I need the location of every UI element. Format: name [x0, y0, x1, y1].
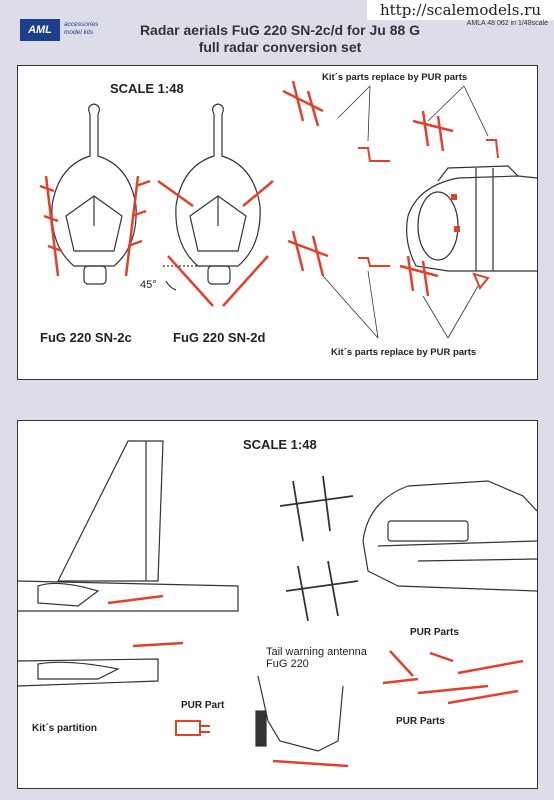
tail-warning-label: Tail warning antenna FuG 220 — [266, 646, 367, 670]
tail-warning-antenna-drawing — [255, 675, 344, 752]
sn2c-antennas — [39, 175, 151, 277]
title-line-2: full radar conversion set — [198, 39, 362, 55]
bottom-panel: SCALE 1:48 Tail warning antenna FuG 220 … — [17, 420, 538, 789]
sn2c-nose-front-view — [51, 103, 137, 285]
logo-tagline: accessories model kits — [64, 21, 99, 36]
fuselage-antenna-array — [279, 475, 359, 622]
pur-bracket-parts — [358, 139, 499, 290]
caption-sn2c: FuG 220 SN-2c — [40, 330, 132, 345]
angle-label: 45° — [140, 279, 157, 291]
pur-parts-label-top: PUR Parts — [410, 627, 459, 638]
watermark: http://scalemodels.ru — [367, 0, 554, 20]
top-drawing — [39, 80, 537, 339]
tail-fin-drawing — [18, 440, 239, 687]
pur-part-label: PUR Part — [181, 700, 225, 711]
ju88-fuselage-drawing — [362, 480, 537, 592]
top-panel: SCALE 1:48 Kit´s parts replace by PUR pa… — [17, 65, 538, 380]
pur-parts-group — [382, 650, 524, 705]
pur-parts-label-bottom: PUR Parts — [396, 716, 445, 727]
logo-brand: AML — [20, 19, 60, 41]
sn2d-antennas — [157, 179, 274, 307]
caption-sn2d: FuG 220 SN-2d — [173, 330, 266, 345]
bottom-drawing — [18, 440, 537, 768]
pur-antenna-parts — [282, 80, 454, 297]
top-scale-label: SCALE 1:48 — [110, 81, 184, 96]
tail-warning-line-2: FuG 220 — [266, 658, 309, 670]
tail-antennas — [107, 594, 184, 648]
kit-red-parts — [451, 194, 460, 232]
bottom-scale-label: SCALE 1:48 — [243, 437, 317, 452]
pur-part-block — [175, 720, 210, 736]
kit-partition-label: Kit´s partition — [32, 723, 97, 734]
tail-warning-line-1: Tail warning antenna — [266, 646, 367, 658]
title-line-1: Radar aerials FuG 220 SN-2c/d for Ju 88 … — [139, 22, 421, 38]
tail-warning-rod — [272, 759, 349, 768]
kit-parts-label-bottom: Kit´s parts replace by PUR parts — [331, 347, 477, 358]
ju88-nose-side-view — [406, 165, 537, 272]
sn2d-nose-front-view — [163, 103, 261, 291]
kit-parts-label-top: Kit´s parts replace by PUR parts — [322, 72, 468, 83]
leader-lines — [322, 85, 489, 339]
document-title: Radar aerials FuG 220 SN-2c/d for Ju 88 … — [120, 22, 440, 56]
brand-logo: AML accessories model kits — [20, 19, 116, 45]
reference-code: AMLA 48 062 in 1/48scale — [466, 20, 548, 27]
